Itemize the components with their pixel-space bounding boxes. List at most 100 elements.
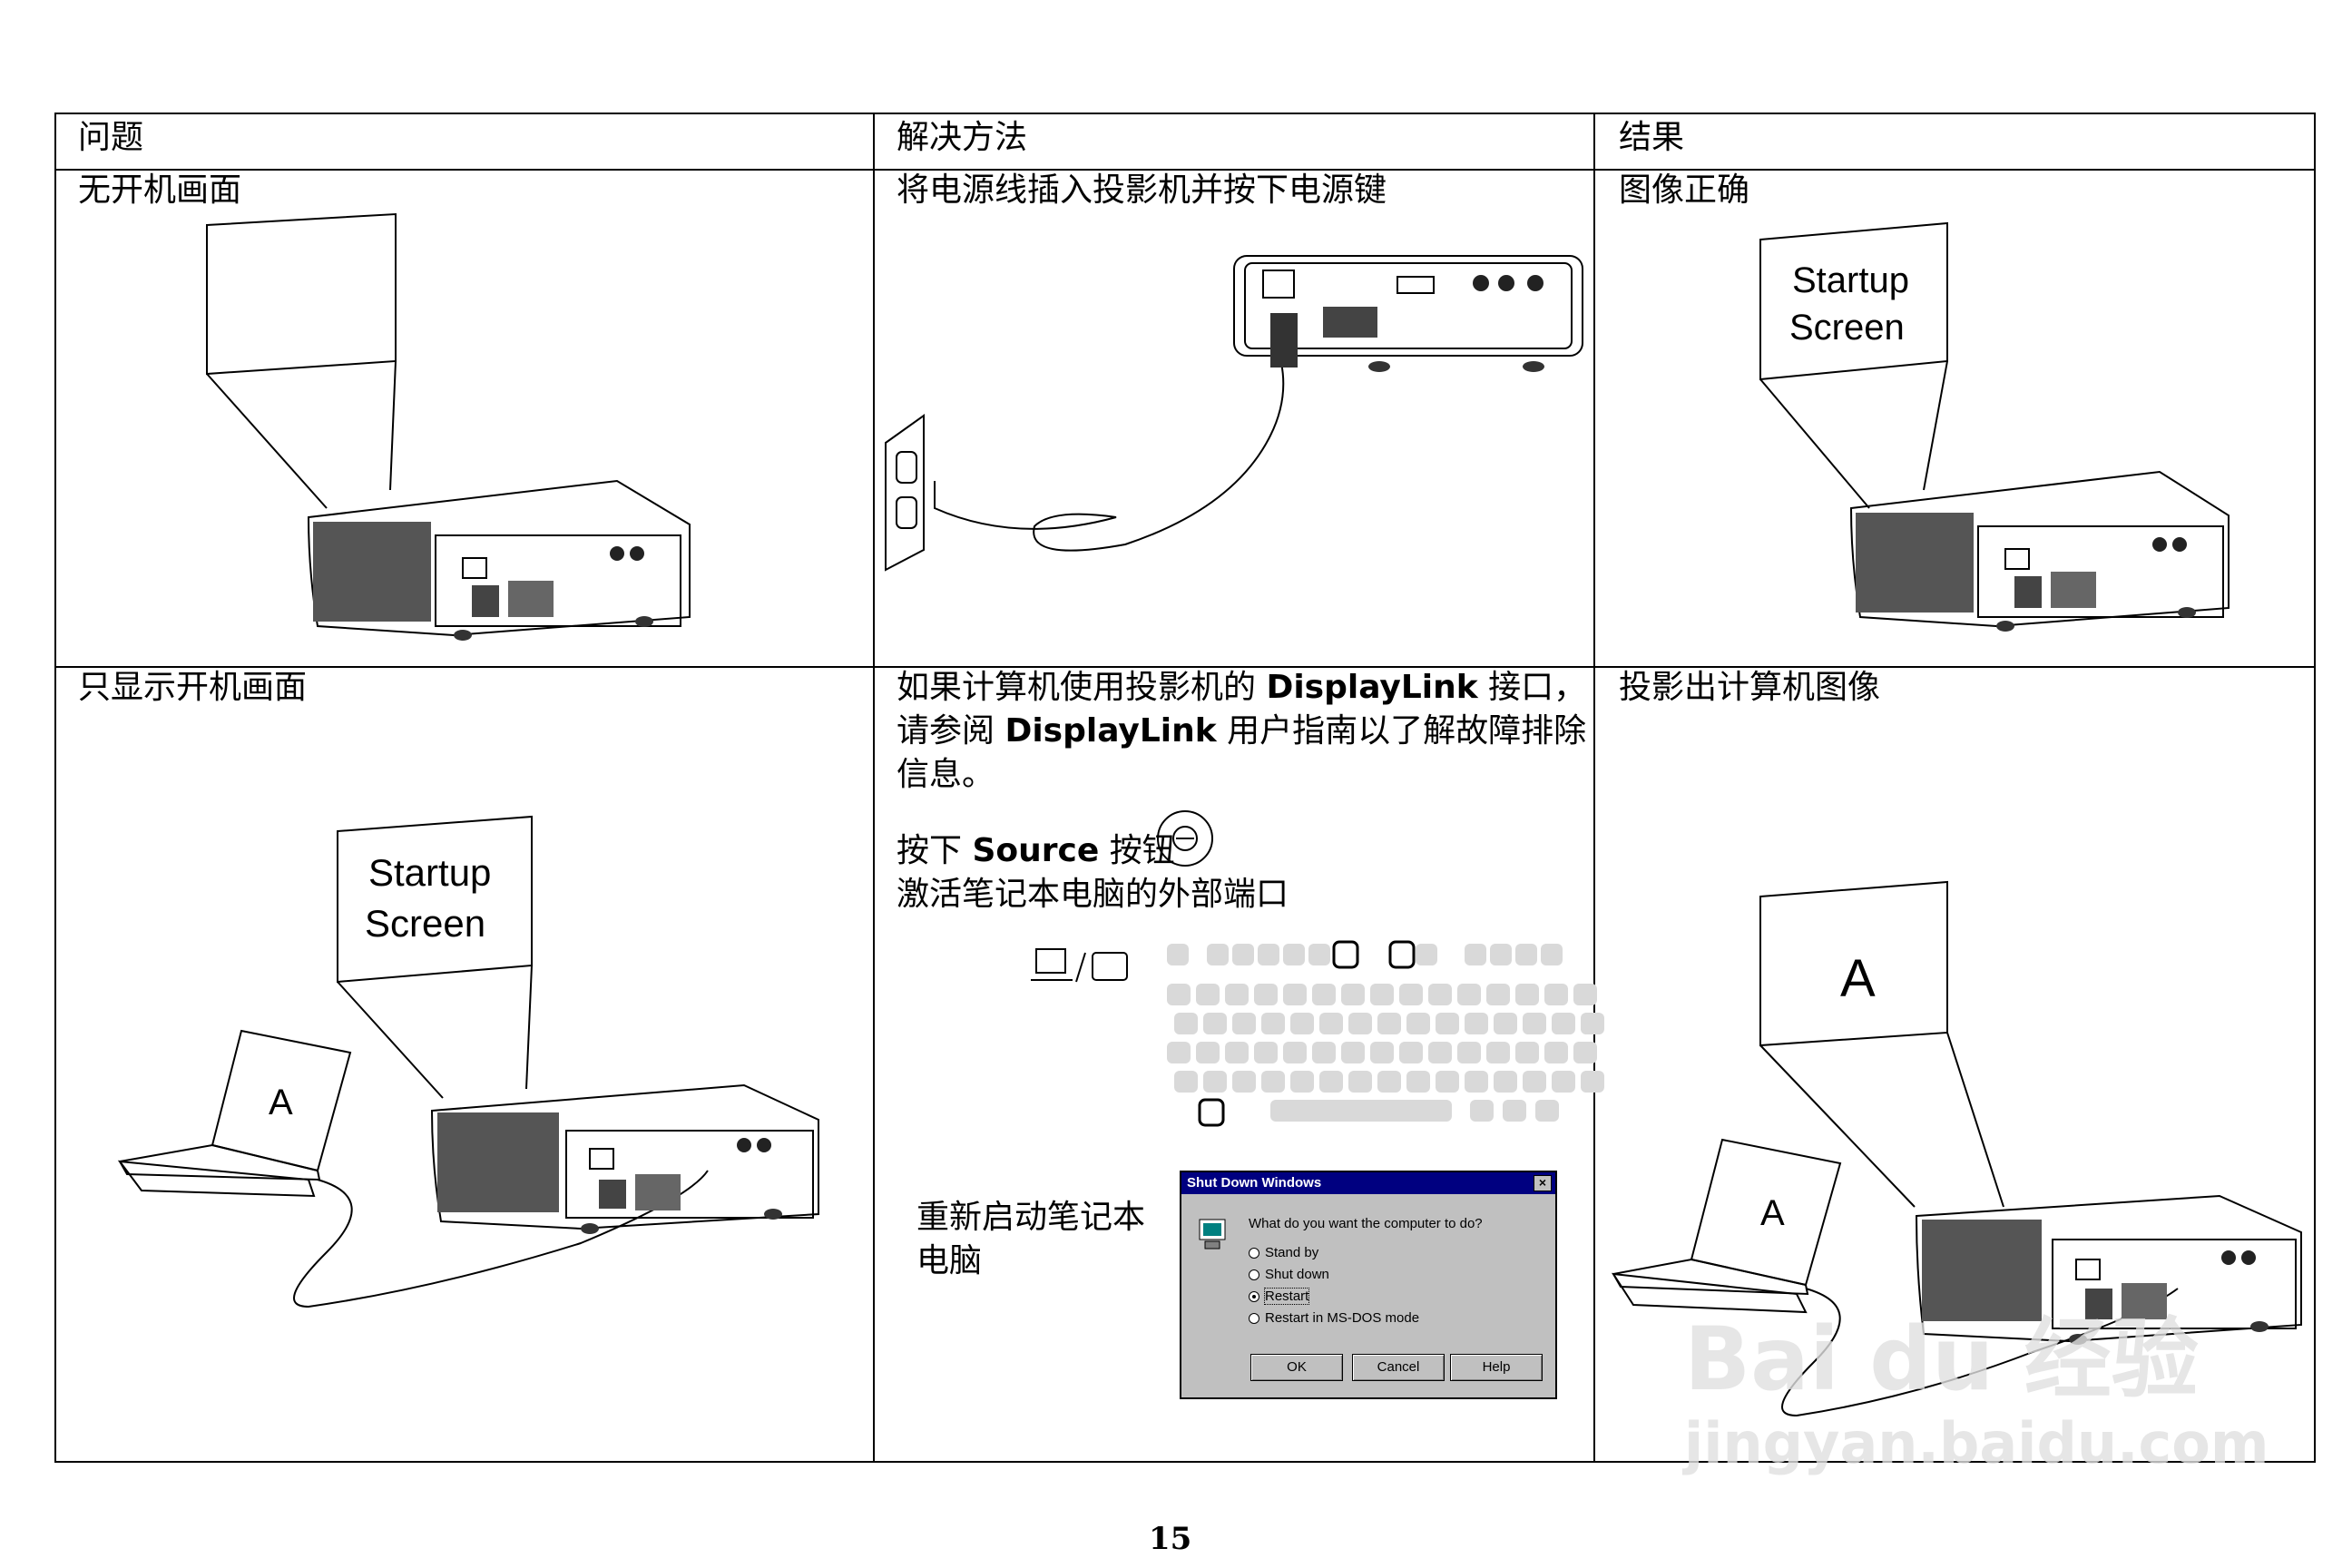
laptop-monitor-toggle-icon: [1031, 948, 1128, 983]
watermark-url: jingyan.baidu.com: [1684, 1410, 2269, 1476]
keyboard-key: [1406, 1071, 1430, 1093]
header-divider: [56, 169, 2314, 171]
close-button[interactable]: ×: [1534, 1175, 1552, 1191]
keyboard-key: [1457, 984, 1481, 1005]
keyboard-key: [1399, 984, 1423, 1005]
option-restart-msdos[interactable]: Restart in MS-DOS mode: [1249, 1310, 1419, 1326]
keyboard-key: [1290, 1013, 1314, 1034]
shutdown-dialog: Shut Down Windows × What do you want the…: [1180, 1171, 1557, 1399]
keyboard-key: [1198, 1098, 1225, 1127]
keyboard-key: [1203, 1013, 1227, 1034]
startup-screen-text: Screen: [365, 902, 485, 945]
keyboard-keys: [1167, 940, 1604, 1127]
keyboard-key: [1167, 984, 1191, 1005]
header-result: 结果: [1619, 119, 1685, 156]
startup-screen-text: Screen: [1789, 308, 1905, 348]
keyboard-key: [1523, 1071, 1546, 1093]
row1-result: 图像正确: [1619, 172, 1750, 209]
row2-problem: 只显示开机画面: [78, 669, 308, 706]
keyboard-key: [1544, 984, 1568, 1005]
option-label: Restart in MS-DOS mode: [1265, 1310, 1420, 1326]
startup-screen-icon: Startup Screen: [1759, 221, 1948, 509]
power-cord-icon: [934, 313, 1298, 552]
option-label: Restart: [1263, 1288, 1310, 1305]
source-button-icon: [1157, 810, 1213, 867]
row-divider: [56, 666, 2314, 668]
keyboard-key: [1196, 984, 1220, 1005]
keyboard-key: [1494, 1071, 1517, 1093]
option-stand-by[interactable]: Stand by: [1249, 1245, 1318, 1260]
text-span: 请参阅: [897, 712, 1005, 750]
keyboard-key: [1308, 944, 1330, 965]
row1-solution: 将电源线插入投影机并按下电源键: [897, 172, 1387, 209]
keyboard-key: [1370, 1042, 1394, 1063]
keyboard-key: [1174, 1071, 1198, 1093]
radio-icon[interactable]: [1249, 1269, 1259, 1280]
column-divider: [1593, 114, 1595, 1461]
dialog-title: Shut Down Windows: [1187, 1175, 1322, 1191]
option-label: Shut down: [1265, 1267, 1329, 1282]
source-term: Source: [972, 832, 1100, 869]
keyboard-key: [1232, 944, 1254, 965]
keyboard-key: [1581, 1071, 1604, 1093]
startup-screen-text: Startup: [368, 851, 491, 894]
keyboard-key: [1490, 944, 1512, 965]
keyboard-key: [1341, 984, 1365, 1005]
keyboard-key: [1377, 1071, 1401, 1093]
keyboard-key: [1486, 1042, 1510, 1063]
keyboard-key: [1225, 984, 1249, 1005]
startup-screen-text: Startup: [1792, 260, 1909, 300]
ok-button[interactable]: OK: [1250, 1354, 1343, 1381]
text-span: 用户指南以了解故障排除: [1216, 712, 1587, 750]
help-button[interactable]: Help: [1450, 1354, 1543, 1381]
row2-solution-restart-line2: 电脑: [916, 1242, 983, 1279]
text-span: 接口，: [1477, 669, 1587, 706]
laptop-screen-letter: A: [269, 1083, 293, 1122]
keyboard-key: [1573, 984, 1597, 1005]
text-span: 按钮: [1099, 832, 1175, 869]
keyboard-key: [1348, 1071, 1372, 1093]
keyboard-key: [1319, 1071, 1343, 1093]
keyboard-key: [1552, 1013, 1575, 1034]
keyboard-key: [1370, 984, 1394, 1005]
header-solution: 解决方法: [897, 119, 1028, 156]
displaylink-term: DisplayLink: [1266, 669, 1478, 706]
keyboard-key: [1515, 1042, 1539, 1063]
radio-icon[interactable]: [1249, 1247, 1259, 1259]
keyboard-key: [1377, 1013, 1401, 1034]
keyboard-key: [1283, 944, 1305, 965]
keyboard-key: [1348, 1013, 1372, 1034]
keyboard-key: [1174, 1013, 1198, 1034]
keyboard-key: [1283, 984, 1307, 1005]
keyboard-key: [1428, 1042, 1452, 1063]
video-cable-icon: [293, 1170, 709, 1308]
keyboard-key: [1270, 1100, 1452, 1122]
projector-icon: [1915, 1194, 2302, 1345]
option-label: Stand by: [1265, 1245, 1319, 1260]
keyboard-key: [1232, 1013, 1256, 1034]
keyboard-key: [1552, 1071, 1575, 1093]
keyboard-key: [1196, 1042, 1220, 1063]
keyboard-key: [1541, 944, 1563, 965]
keyboard-key: [1470, 1100, 1494, 1122]
keyboard-key: [1283, 1042, 1307, 1063]
cancel-button[interactable]: Cancel: [1352, 1354, 1445, 1381]
keyboard-key: [1494, 1013, 1517, 1034]
option-shut-down[interactable]: Shut down: [1249, 1267, 1329, 1282]
projected-screen-icon: A: [1759, 880, 2004, 1208]
keyboard-key: [1544, 1042, 1568, 1063]
column-divider: [873, 114, 875, 1461]
keyboard-key: [1436, 1013, 1459, 1034]
row1-problem: 无开机画面: [78, 172, 242, 209]
keyboard-key: [1535, 1100, 1559, 1122]
displaylink-term: DisplayLink: [1004, 712, 1217, 750]
radio-selected-icon[interactable]: [1249, 1290, 1259, 1302]
keyboard-key: [1388, 940, 1416, 969]
troubleshooting-table: [54, 113, 2316, 1463]
option-restart[interactable]: Restart: [1249, 1288, 1310, 1305]
radio-icon[interactable]: [1249, 1312, 1259, 1324]
